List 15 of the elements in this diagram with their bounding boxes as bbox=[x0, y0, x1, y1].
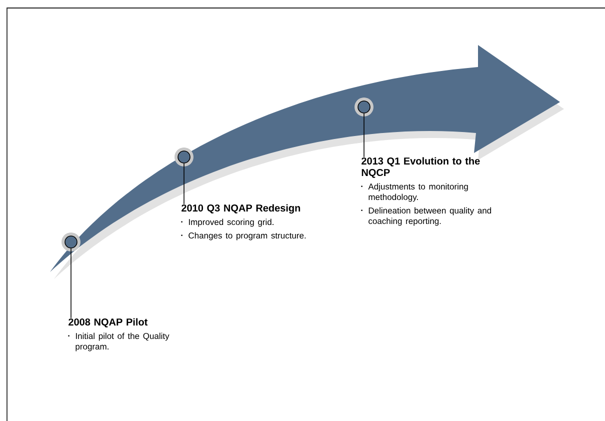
bullet-text: Improved scoring grid. bbox=[181, 218, 274, 227]
timeline-marker bbox=[62, 232, 80, 252]
timeline-marker bbox=[174, 148, 194, 166]
milestone-text bbox=[181, 204, 306, 240]
leader-line bbox=[70, 248, 72, 318]
bullet-text: Changes to program structure. bbox=[181, 232, 306, 240]
bullet-text: Adjustments to monitoring methodology. bbox=[361, 183, 468, 202]
milestone-heading: 2010 Q3 NQAP Redesign bbox=[182, 204, 300, 214]
milestone-heading: 2008 NQAP Pilot bbox=[68, 318, 148, 328]
milestone-text bbox=[68, 318, 170, 352]
bullet-text: Delineation between quality and coaching reporting. bbox=[361, 207, 492, 226]
bullet-text: Initial pilot of the Quality program. bbox=[68, 332, 170, 352]
milestone-heading: 2013 Q1 Evolution to the NQCP bbox=[362, 157, 480, 178]
milestone-text bbox=[361, 157, 492, 226]
timeline-marker bbox=[354, 98, 374, 116]
